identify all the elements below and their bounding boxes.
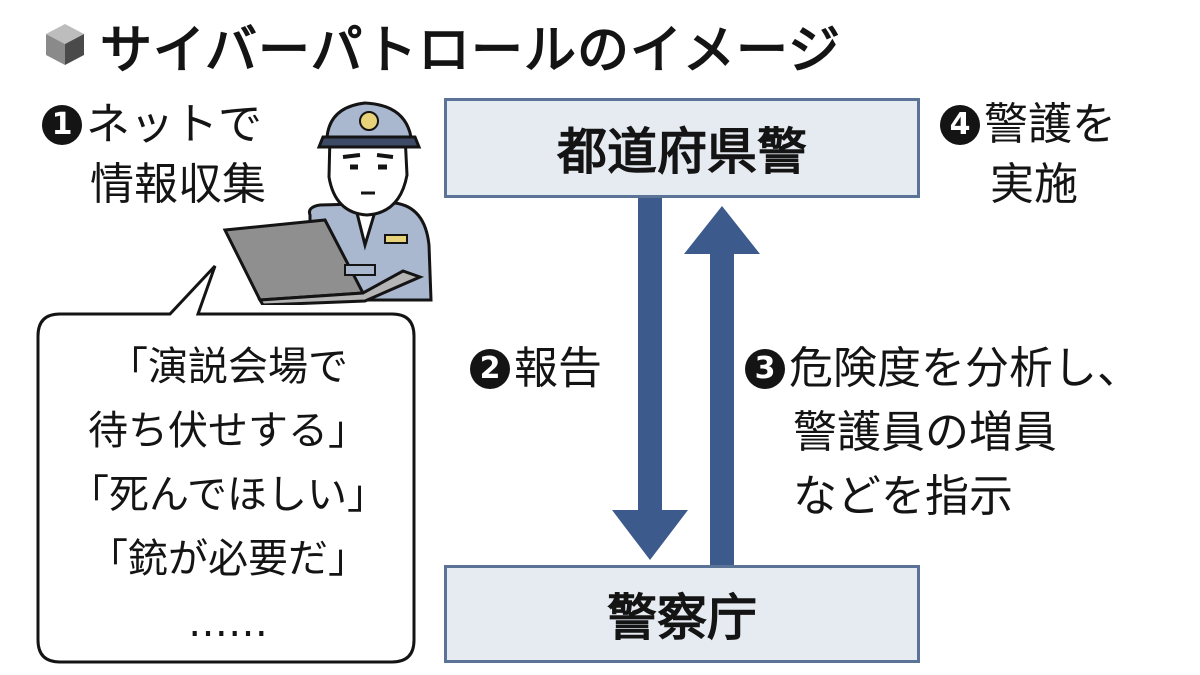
cube-icon: [46, 24, 84, 65]
step2-number: 2: [470, 349, 510, 389]
step2-text: 報告: [514, 343, 602, 394]
step4-line2: 実施: [990, 159, 1078, 210]
step1-line1: ネットで: [86, 99, 262, 150]
arrow-down-icon: [612, 198, 688, 560]
quote-1-line2: 待ち伏せする」: [88, 408, 368, 454]
step3-line2: 警護員の増員: [793, 407, 1057, 458]
quote-3: 「銃が必要だ」: [88, 536, 368, 582]
prefectural-police-box: 都道府県警: [444, 98, 920, 198]
quote-2: 「死んでほしい」: [69, 472, 387, 518]
npa-label: 警察庁: [607, 589, 757, 647]
ellipsis: ……: [188, 600, 268, 646]
step1-number: 1: [42, 105, 82, 145]
step4-line1: 警護を: [984, 99, 1116, 150]
npa-box: 警察庁: [444, 565, 920, 663]
flow-arrows: [612, 198, 760, 565]
diagram-title: サイバーパトロールのイメージ: [100, 21, 841, 81]
step4-number: 4: [940, 105, 980, 145]
prefectural-police-label: 都道府県警: [557, 123, 807, 181]
police-officer-illustration: [222, 101, 433, 305]
step1-line2: 情報収集: [90, 159, 266, 210]
speech-bubble: [36, 264, 416, 664]
step3-number: 3: [745, 349, 785, 389]
arrow-up-icon: [684, 206, 760, 565]
step3-line3: などを指示: [793, 471, 1013, 522]
bubble-quotes: 「演説会場で 待ち伏せする」 「死んでほしい」 「銃が必要だ」 ……: [42, 335, 414, 655]
step3-line1: 危険度を分析し、: [789, 343, 1141, 394]
quote-1-line1: 「演説会場で: [108, 344, 348, 390]
